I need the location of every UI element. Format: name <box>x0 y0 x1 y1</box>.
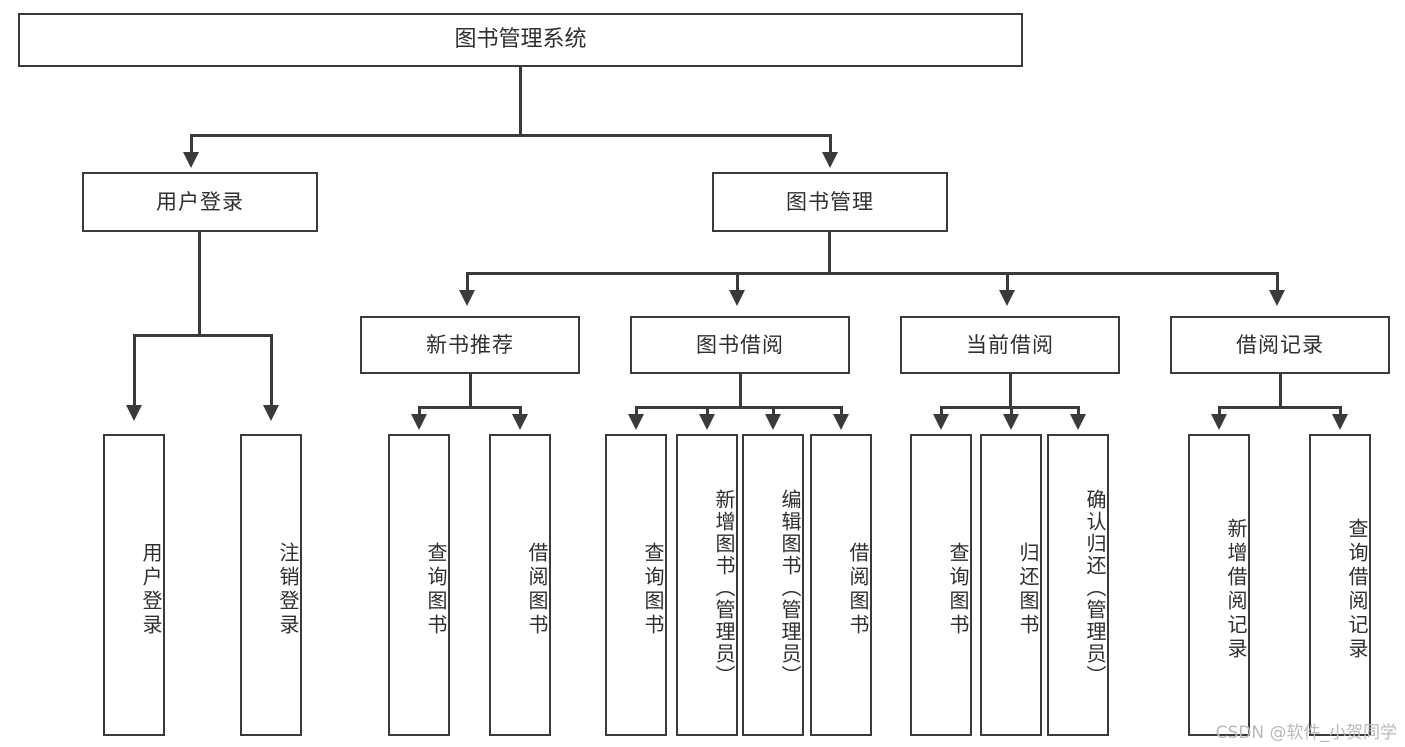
node-label: 用户登录 <box>156 189 244 214</box>
node-label: 新增借阅记录 <box>1224 518 1248 662</box>
leaf-add-book-admin[interactable]: 新增图书（管理员） <box>676 434 738 736</box>
connector-new-book-to-leaf-1 <box>418 406 421 418</box>
node-label: 图书借阅 <box>696 332 784 357</box>
connector-borrow-record-bar <box>1218 406 1342 409</box>
leaf-query-borrow-record[interactable]: 查询借阅记录 <box>1309 434 1371 736</box>
node-new-book-recommend[interactable]: 新书推荐 <box>360 316 580 374</box>
arrow-user-login-to-leaf-2 <box>263 405 279 421</box>
node-label: 查询图书 <box>424 542 448 638</box>
arrow-bm-to-borrow-record <box>1269 290 1285 306</box>
connector-root-bar <box>190 134 832 137</box>
leaf-query-book-borrow[interactable]: 查询图书 <box>605 434 667 736</box>
csdn-watermark: CSDN @软件_小贺同学 <box>1215 723 1397 743</box>
node-label: 借阅记录 <box>1236 332 1324 357</box>
connector-book-borrow-to-leaf-4 <box>840 406 843 418</box>
arrow-borrow-record-to-leaf-1 <box>1211 414 1227 430</box>
leaf-confirm-return-admin[interactable]: 确认归还（管理员） <box>1047 434 1109 736</box>
arrow-current-borrow-to-leaf-3 <box>1070 414 1086 430</box>
node-label: 新增图书（管理员） <box>712 489 736 687</box>
arrow-new-book-to-leaf-2 <box>512 414 528 430</box>
arrow-book-borrow-to-leaf-3 <box>765 414 781 430</box>
connector-book-borrow-bar <box>635 406 843 409</box>
node-book-management[interactable]: 图书管理 <box>712 172 948 232</box>
node-label: 图书管理 <box>786 189 874 214</box>
connector-bm-to-book-borrow <box>736 272 739 294</box>
node-user-login[interactable]: 用户登录 <box>82 172 318 232</box>
connector-user-login-to-leaf-1 <box>133 334 136 409</box>
arrow-bm-to-new-book <box>459 290 475 306</box>
node-label: 查询图书 <box>946 542 970 638</box>
node-label: 用户登录 <box>139 542 163 638</box>
node-label: 查询图书 <box>641 542 665 638</box>
arrow-bm-to-book-borrow <box>729 290 745 306</box>
leaf-borrow-book-recommend[interactable]: 借阅图书 <box>489 434 551 736</box>
connector-current-borrow-to-leaf-2 <box>1010 406 1013 418</box>
arrow-new-book-to-leaf-1 <box>411 414 427 430</box>
leaf-return-book[interactable]: 归还图书 <box>980 434 1042 736</box>
leaf-logout[interactable]: 注销登录 <box>240 434 302 736</box>
node-book-borrow[interactable]: 图书借阅 <box>630 316 850 374</box>
connector-current-borrow-stem <box>1009 374 1012 408</box>
node-label: 借阅图书 <box>525 542 549 638</box>
connector-book-management-stem <box>828 232 831 274</box>
connector-user-login-bar <box>133 334 273 337</box>
connector-user-login-stem <box>198 232 201 336</box>
node-label: 归还图书 <box>1016 542 1040 638</box>
node-label: 图书管理系统 <box>454 27 587 53</box>
node-label: 借阅图书 <box>846 542 870 638</box>
arrow-borrow-record-to-leaf-2 <box>1332 414 1348 430</box>
arrow-root-to-book-management <box>822 152 838 168</box>
arrow-current-borrow-to-leaf-1 <box>933 414 949 430</box>
arrow-book-borrow-to-leaf-2 <box>699 414 715 430</box>
node-current-borrow[interactable]: 当前借阅 <box>900 316 1120 374</box>
connector-borrow-record-to-leaf-1 <box>1218 406 1221 418</box>
leaf-user-login[interactable]: 用户登录 <box>103 434 165 736</box>
connector-book-borrow-to-leaf-1 <box>635 406 638 418</box>
arrow-user-login-to-leaf-1 <box>126 405 142 421</box>
arrow-root-to-user-login <box>183 152 199 168</box>
connector-bm-to-new-book <box>466 272 469 294</box>
leaf-add-borrow-record[interactable]: 新增借阅记录 <box>1188 434 1250 736</box>
node-label: 查询借阅记录 <box>1345 518 1369 662</box>
arrow-current-borrow-to-leaf-2 <box>1003 414 1019 430</box>
node-label: 编辑图书（管理员） <box>778 489 802 687</box>
connector-new-book-bar <box>418 406 522 409</box>
leaf-borrow-book[interactable]: 借阅图书 <box>810 434 872 736</box>
connector-borrow-record-to-leaf-2 <box>1339 406 1342 418</box>
arrow-book-borrow-to-leaf-4 <box>833 414 849 430</box>
connector-book-borrow-to-leaf-2 <box>706 406 709 418</box>
leaf-query-book-current[interactable]: 查询图书 <box>910 434 972 736</box>
arrow-book-borrow-to-leaf-1 <box>628 414 644 430</box>
node-label: 确认归还（管理员） <box>1083 489 1107 687</box>
connector-new-book-stem <box>469 374 472 408</box>
connector-current-borrow-to-leaf-3 <box>1077 406 1080 418</box>
node-label: 当前借阅 <box>966 332 1054 357</box>
connector-book-borrow-to-leaf-3 <box>772 406 775 418</box>
connector-book-management-bar <box>466 272 1278 275</box>
node-root-book-management-system[interactable]: 图书管理系统 <box>18 13 1023 67</box>
node-borrow-record[interactable]: 借阅记录 <box>1170 316 1390 374</box>
connector-user-login-to-leaf-2 <box>270 334 273 409</box>
connector-root-to-book-management <box>829 134 832 156</box>
connector-borrow-record-stem <box>1279 374 1282 408</box>
connector-root-stem <box>519 67 522 136</box>
connector-bm-to-current-borrow <box>1006 272 1009 294</box>
connector-root-to-user-login <box>190 134 193 156</box>
connector-new-book-to-leaf-2 <box>519 406 522 418</box>
node-label: 注销登录 <box>276 542 300 638</box>
arrow-bm-to-current-borrow <box>999 290 1015 306</box>
connector-book-borrow-stem <box>739 374 742 408</box>
connector-bm-to-borrow-record <box>1276 272 1279 294</box>
leaf-edit-book-admin[interactable]: 编辑图书（管理员） <box>742 434 804 736</box>
connector-current-borrow-to-leaf-1 <box>940 406 943 418</box>
leaf-query-book-recommend[interactable]: 查询图书 <box>388 434 450 736</box>
node-label: 新书推荐 <box>426 332 514 357</box>
